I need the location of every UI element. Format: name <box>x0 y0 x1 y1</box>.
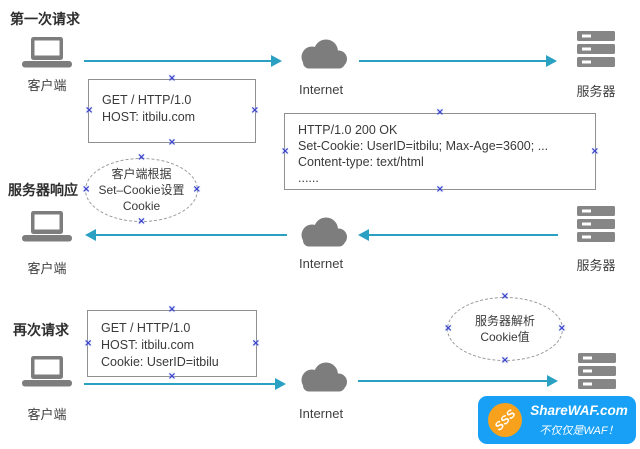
request2-box: GET / HTTP/1.0 HOST: itbilu.com Cookie: … <box>87 310 257 377</box>
response-line: HTTP/1.0 200 OK <box>298 123 398 137</box>
request1-line: HOST: itbilu.com <box>102 110 196 124</box>
cloud-icon <box>297 362 349 392</box>
client-sets-cookie-note: 客户端根据 Set–Cookie设置 Cookie <box>85 158 198 222</box>
sharewaf-logo-icon: SSS <box>488 403 522 437</box>
arrow-internet-to-server <box>359 55 557 67</box>
request2-line: HOST: itbilu.com <box>101 338 195 352</box>
client-label: 客户端 <box>27 78 67 93</box>
selection-handle <box>168 305 176 315</box>
arrow-internet-to-client <box>85 229 287 241</box>
laptop-icon <box>22 211 72 242</box>
cloud-icon <box>297 39 349 69</box>
sharewaf-logo-letters: SSS <box>491 406 519 434</box>
internet-label: Internet <box>299 82 344 97</box>
badge-subtitle: 不仅仅是WAF！ <box>539 425 619 437</box>
note-line: Cookie <box>122 199 161 213</box>
note-line: Set–Cookie设置 <box>98 183 185 197</box>
arrow-internet-to-server <box>358 375 558 387</box>
response-line: Content-type: text/html <box>298 155 424 169</box>
server-label: 服务器 <box>576 84 616 99</box>
selection-handle <box>501 356 509 366</box>
laptop-icon <box>22 356 72 387</box>
arrow-client-to-internet <box>84 378 286 390</box>
request2-line: GET / HTTP/1.0 <box>101 321 191 335</box>
server-icon <box>577 206 615 242</box>
selection-handle <box>436 108 444 118</box>
selection-handle <box>168 138 176 148</box>
selection-handle <box>168 372 176 382</box>
selection-handle <box>168 74 176 84</box>
row1-title: 第一次请求 <box>10 11 80 27</box>
selection-handle <box>501 292 509 302</box>
note-line: 客户端根据 <box>111 167 172 181</box>
badge-title: ShareWAF.com <box>530 403 628 418</box>
selection-handle <box>137 153 145 163</box>
server-parses-cookie-note: 服务器解析 Cookie值 <box>447 297 563 361</box>
response-line: Set-Cookie: UserID=itbilu; Max-Age=3600;… <box>298 139 549 153</box>
client-label: 客户端 <box>27 407 67 422</box>
row3-title: 再次请求 <box>13 322 69 338</box>
server-label: 服务器 <box>576 258 616 273</box>
sharewaf-badge: SSS ShareWAF.com 不仅仅是WAF！ <box>478 396 636 444</box>
selection-handle <box>436 185 444 195</box>
cloud-icon <box>297 217 349 247</box>
selection-handle <box>137 217 145 227</box>
request1-box: GET / HTTP/1.0 HOST: itbilu.com <box>88 79 256 143</box>
note-line: 服务器解析 <box>474 314 535 328</box>
response-box: HTTP/1.0 200 OK Set-Cookie: UserID=itbil… <box>284 113 596 190</box>
client-label: 客户端 <box>27 261 67 276</box>
server-icon <box>578 353 616 389</box>
response-line: ...... <box>298 171 319 185</box>
request2-line: Cookie: UserID=itbilu <box>101 355 219 369</box>
laptop-icon <box>22 37 72 68</box>
note-line: Cookie值 <box>480 330 530 344</box>
internet-label: Internet <box>299 406 344 421</box>
arrow-client-to-internet <box>84 55 282 67</box>
row2-title: 服务器响应 <box>8 182 78 198</box>
request1-line: GET / HTTP/1.0 <box>102 93 192 107</box>
internet-label: Internet <box>299 256 344 271</box>
arrow-server-to-internet <box>358 229 558 241</box>
server-icon <box>577 31 615 67</box>
